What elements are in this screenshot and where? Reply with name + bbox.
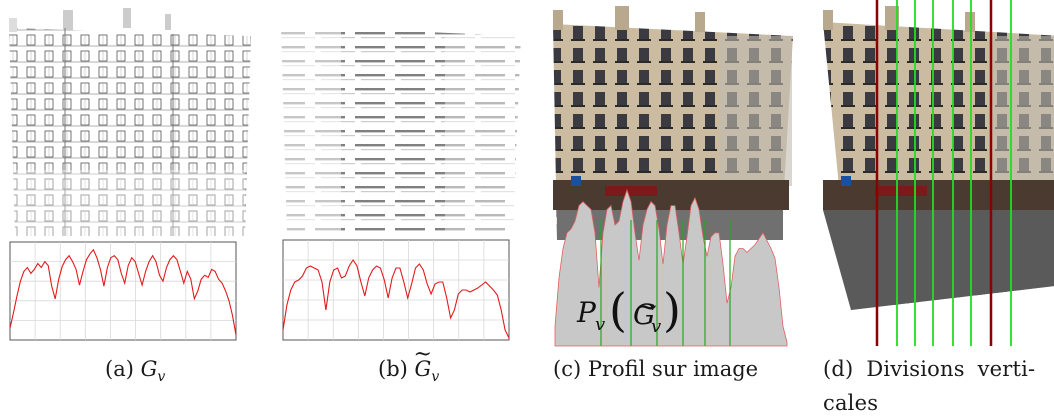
overlay-P-subscript: v xyxy=(595,314,605,335)
panel-b: (b) ~ Gv xyxy=(275,0,529,414)
facade-profile-image-c: P v ( ~ G v ) xyxy=(553,6,793,347)
gradient-chart-b xyxy=(282,239,510,341)
profile-line xyxy=(282,258,510,339)
caption-b: (b) ~ Gv xyxy=(378,342,440,394)
caption-a: (a) Gv xyxy=(105,352,165,394)
profile-line xyxy=(9,248,237,336)
caption-text-line2: cales xyxy=(823,391,879,415)
overlay-P-symbol: P xyxy=(576,296,597,329)
overlay-G-symbol: G xyxy=(633,298,655,331)
caption-d: (d) Divisions verti- cales xyxy=(823,352,1053,420)
smoothed-gradient-image-b xyxy=(281,26,521,341)
panel-c: P v ( ~ G v ) (c) Profil sur image xyxy=(545,0,799,414)
caption-symbol: G xyxy=(140,357,158,381)
caption-symbol: G xyxy=(414,357,432,381)
overlay-tilde: ~ xyxy=(635,290,658,323)
overlay-G-subscript: v xyxy=(651,316,661,337)
division-lines xyxy=(600,220,731,346)
profile-area xyxy=(554,188,788,347)
caption-subscript: v xyxy=(157,369,166,386)
caption-subscript: v xyxy=(431,369,440,386)
panel-a: (a) Gv xyxy=(5,0,259,414)
overlay-right-paren: ) xyxy=(663,283,681,337)
caption-letter: (a) xyxy=(105,357,134,381)
caption-tilde-symbol: ~ Gv xyxy=(414,342,440,394)
overlay-left-paren: ( xyxy=(609,283,627,337)
caption-c: (c) Profil sur image xyxy=(553,352,758,386)
caption-letter: (c) xyxy=(553,357,582,381)
caption-letter: (b) xyxy=(378,357,408,381)
gradient-chart-a xyxy=(9,241,237,341)
caption-letter: (d) xyxy=(823,357,854,381)
gradient-image-a xyxy=(9,8,251,341)
chart-frame xyxy=(9,241,237,341)
caption-text-line1: Divisions verti- xyxy=(866,357,1036,381)
chart-frame xyxy=(282,239,510,341)
vertical-division-lines xyxy=(875,0,1012,346)
caption-text: Profil sur image xyxy=(587,357,759,381)
panel-d: (d) Divisions verti- cales xyxy=(815,0,1054,415)
tilde-mark: ~ xyxy=(413,342,432,367)
vertical-divisions-image-d xyxy=(823,0,1054,346)
